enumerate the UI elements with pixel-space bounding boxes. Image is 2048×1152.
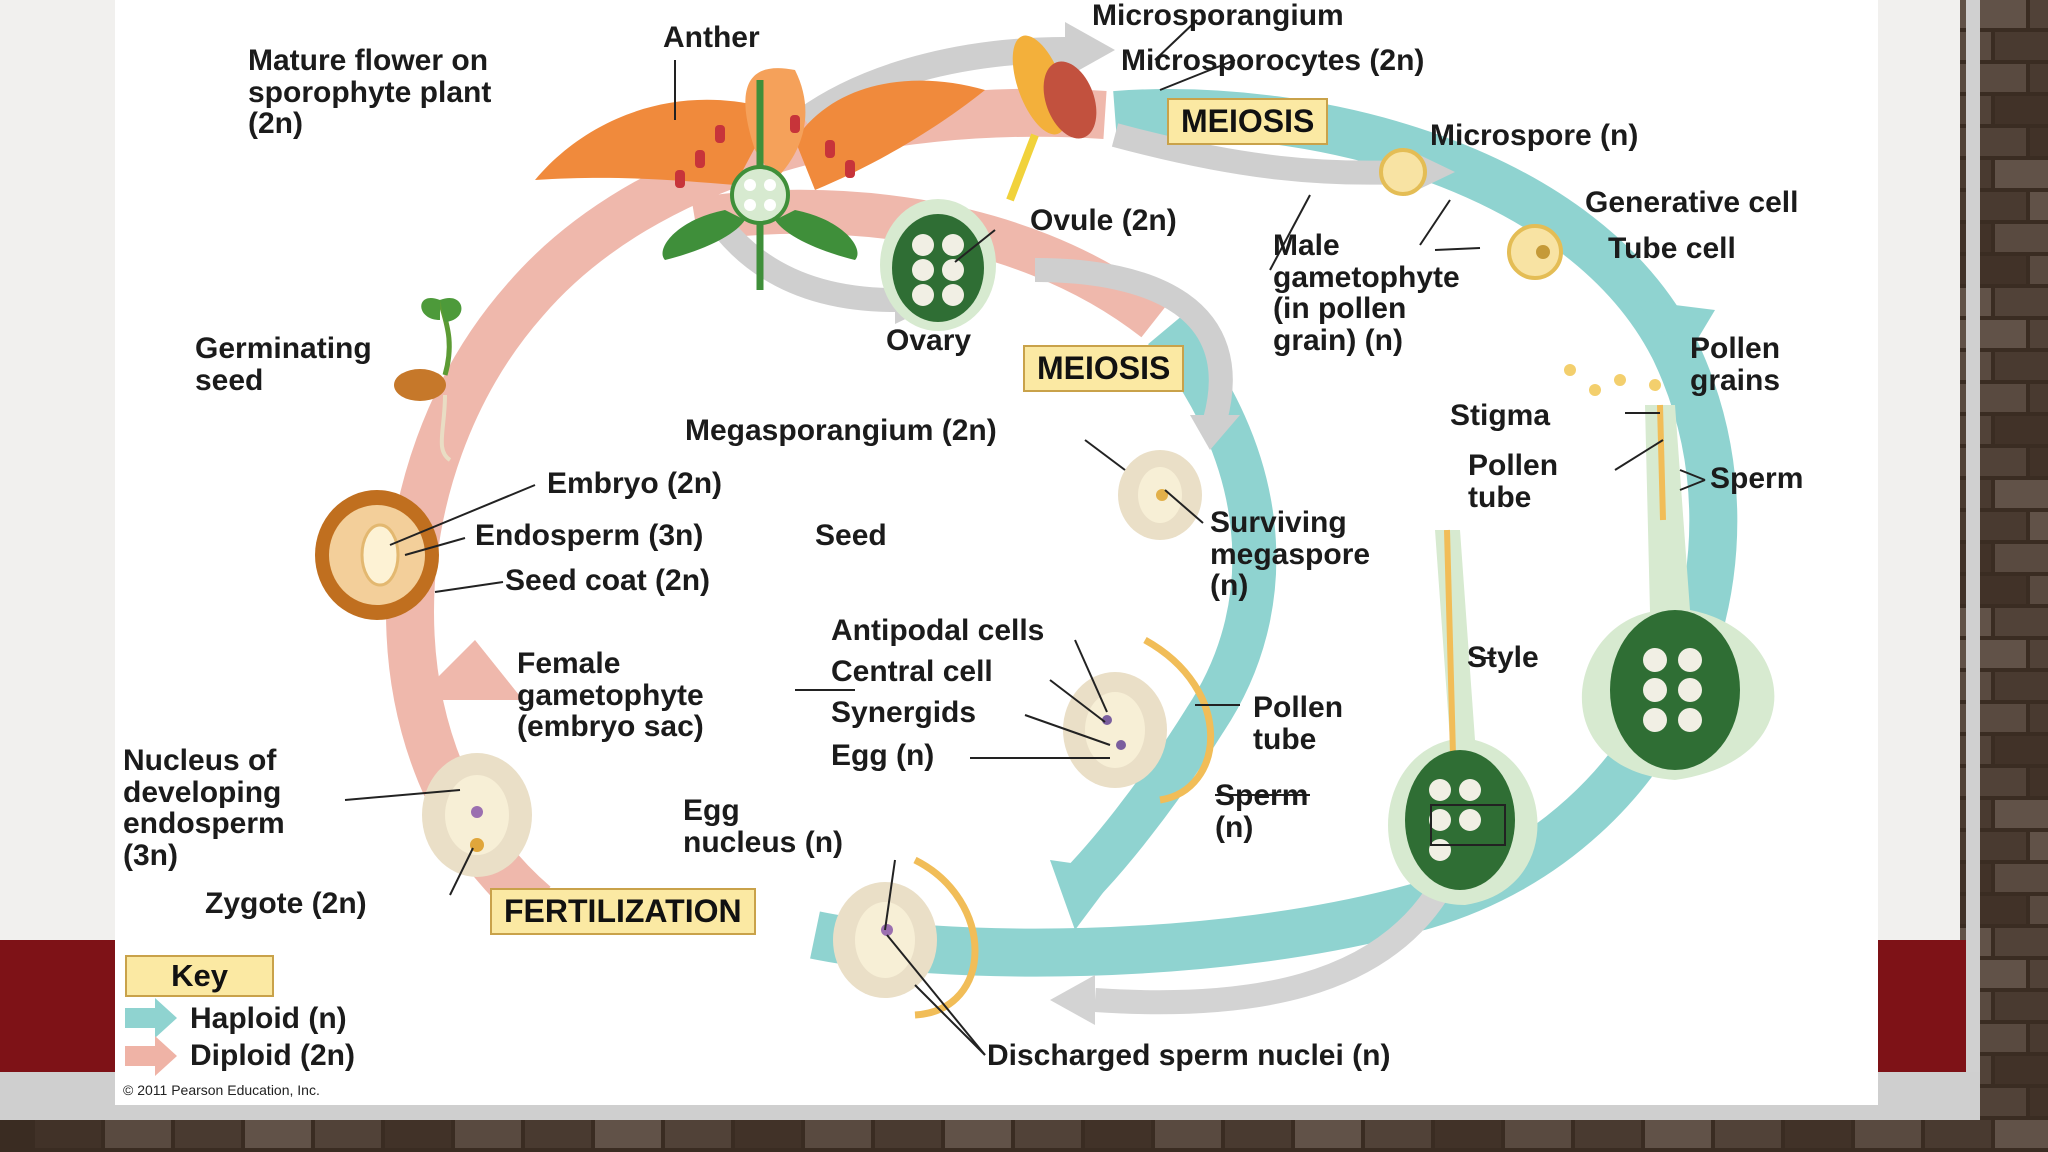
label-zygote: Zygote (2n) (205, 887, 367, 920)
label-mature-flower: Mature flower on sporophyte plant (2n) (248, 44, 492, 140)
pollen-dot-4 (1649, 379, 1661, 391)
label-synergids: Synergids (831, 696, 977, 729)
label-pollen-tube-mid: Pollen tube (1253, 691, 1344, 756)
label-female-gametophyte: Female gametophyte (embryo sac) (517, 647, 704, 743)
label-seed: Seed (815, 519, 887, 552)
inner-haploid-arrowhead (1050, 860, 1120, 930)
pistil-icon (1388, 529, 1538, 905)
label-ovary: Ovary (886, 324, 972, 357)
diploid-key-arrow (125, 1036, 177, 1076)
grey-arrow-ovary (715, 222, 896, 312)
label-egg-nucleus: Egg nucleus (n) (683, 794, 844, 859)
grey-arrow-discharge (1094, 874, 1456, 1015)
grey-arrow-megaspore (1034, 258, 1233, 424)
label-embryo: Embryo (2n) (547, 467, 723, 500)
label-egg: Egg (n) (831, 739, 935, 772)
slide-border (1966, 0, 1980, 1120)
key-title: Key (125, 955, 274, 998)
label-style: Style (1467, 641, 1539, 674)
grey-arrow-meiosis-top (1111, 123, 1406, 185)
fertilization-icon (833, 856, 979, 1019)
seed-icon (315, 490, 439, 620)
zygote-icon (422, 753, 532, 877)
key-diploid-label: Diploid (2n) (190, 1039, 355, 1072)
flower-icon (535, 68, 985, 290)
life-cycle-artwork (125, 19, 1775, 1076)
haploid-arrowhead (1635, 300, 1715, 360)
pistil-pollinated-icon (1581, 404, 1775, 780)
label-antipodal-cells: Antipodal cells (831, 614, 1045, 647)
haploid-key-arrow (125, 998, 177, 1038)
ovule-icon (880, 199, 996, 331)
pollen-dot-1 (1564, 364, 1576, 376)
label-pollen-grains: Pollen grains (1690, 332, 1781, 397)
label-germinating-seed: Germinating seed (195, 332, 372, 397)
pollen-grain-icon (1507, 224, 1563, 280)
grey-arrowhead-discharge (1050, 975, 1095, 1025)
label-stigma: Stigma (1450, 399, 1551, 432)
copyright: © 2011 Pearson Education, Inc. (123, 1082, 320, 1098)
tag-meiosis-upper: MEIOSIS (1167, 98, 1329, 146)
grey-arrowhead-megaspore (1190, 415, 1240, 450)
anther-icon (1006, 35, 1097, 202)
label-ovule: Ovule (2n) (1030, 204, 1177, 237)
label-generative-cell: Generative cell (1585, 186, 1799, 219)
key-haploid-label: Haploid (n) (190, 1002, 347, 1035)
label-pollen-tube-top: Pollen tube (1468, 449, 1559, 514)
label-male-gametophyte: Male gametophyte (in pollen grain) (n) (1273, 229, 1460, 357)
label-anther: Anther (663, 21, 760, 54)
pollen-dot-2 (1589, 384, 1601, 396)
label-microsporangium: Microsporangium (1092, 0, 1344, 32)
tag-fertilization: FERTILIZATION (490, 888, 756, 936)
label-microsporocytes: Microsporocytes (2n) (1121, 44, 1425, 77)
life-cycle-figure: Mature flower on sporophyte plant (2n) A… (115, 0, 1878, 1105)
tag-meiosis-lower: MEIOSIS (1023, 345, 1185, 393)
leader-lines (344, 19, 1706, 1056)
label-central-cell: Central cell (831, 655, 993, 688)
seedling-icon (394, 297, 462, 462)
label-endosperm: Endosperm (3n) (475, 519, 704, 552)
megasporangium-icon (1118, 450, 1202, 540)
inner-haploid-path (1059, 315, 1277, 906)
diploid-arrowhead (415, 640, 523, 700)
label-tube-cell: Tube cell (1608, 232, 1736, 265)
label-microspore: Microspore (n) (1430, 119, 1639, 152)
label-megasporangium: Megasporangium (2n) (685, 414, 997, 447)
label-surviving-megaspore: Surviving megaspore (n) (1210, 506, 1371, 602)
label-nucleus-endosperm: Nucleus of developing endosperm (3n) (123, 744, 285, 872)
microspore-icon (1379, 148, 1427, 196)
label-discharged-sperm: Discharged sperm nuclei (n) (987, 1039, 1391, 1072)
label-sperm-mid: Sperm (n) (1215, 779, 1309, 844)
grey-arrowhead-anther (1065, 22, 1115, 78)
pollen-dot-3 (1614, 374, 1626, 386)
label-sperm-top: Sperm (1710, 462, 1804, 495)
label-seed-coat: Seed coat (2n) (505, 564, 711, 597)
